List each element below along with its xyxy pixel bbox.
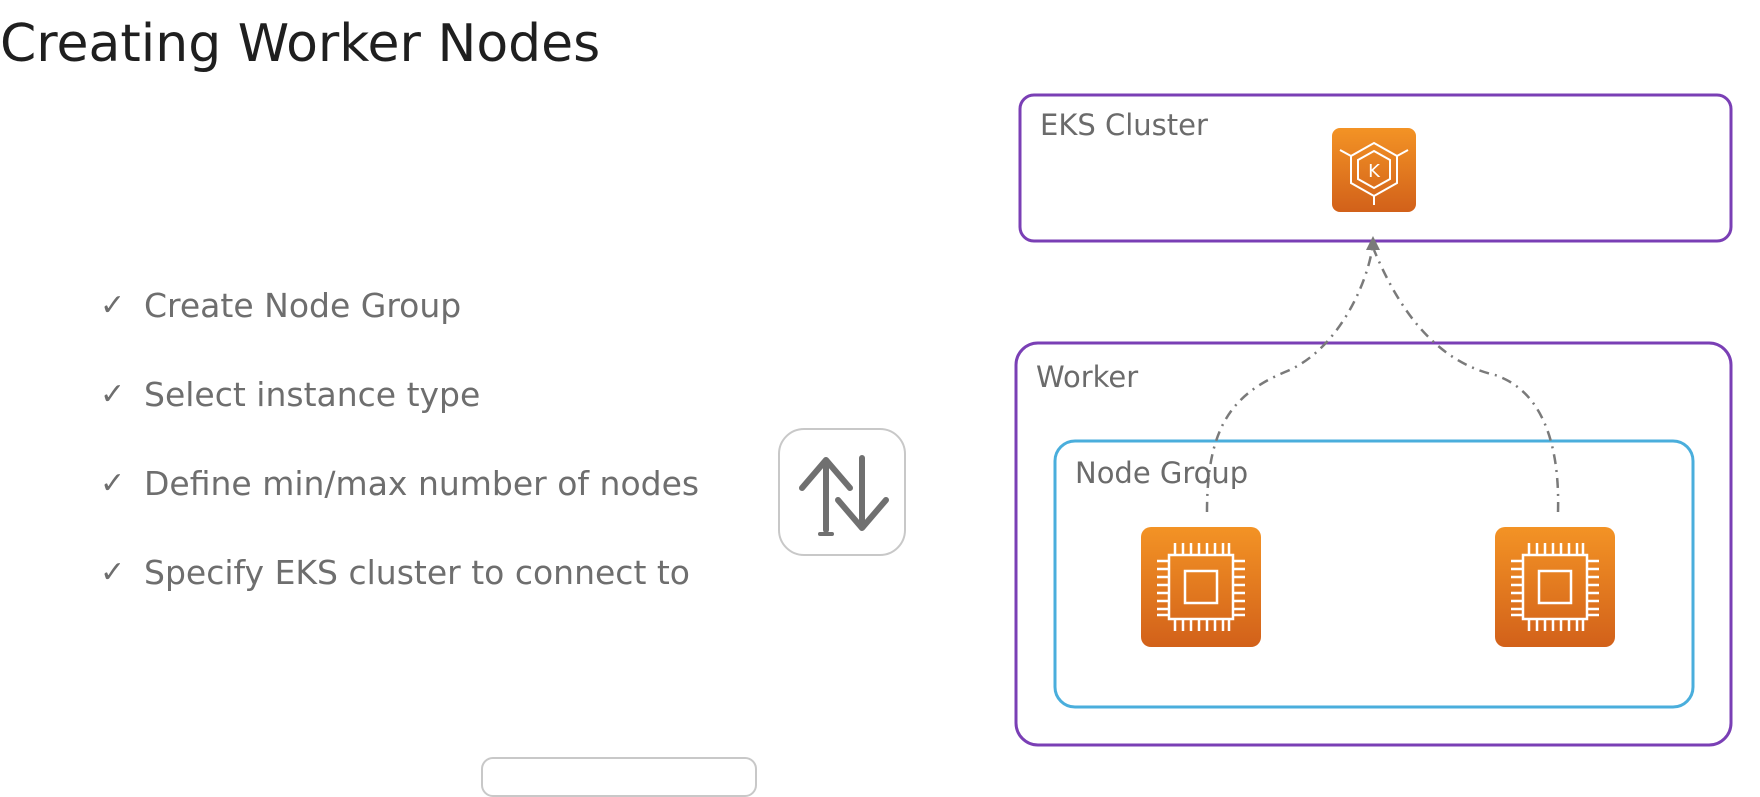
checkmark-icon: ✓ — [100, 288, 126, 323]
worker-label: Worker — [1036, 360, 1139, 394]
checklist-item: ✓ Create Node Group — [100, 286, 699, 375]
architecture-diagram: K — [1014, 93, 1733, 747]
swap-vertical-arrows-icon — [799, 455, 889, 536]
eks-icon-letter: K — [1368, 161, 1381, 182]
node-group-label: Node Group — [1075, 456, 1249, 490]
checklist-item: ✓ Define min/max number of nodes — [100, 464, 699, 553]
checklist-item: ✓ Specify EKS cluster to connect to — [100, 553, 699, 642]
ec2-instance-chip-icon — [1141, 527, 1261, 647]
slide-title: Creating Worker Nodes — [0, 14, 601, 74]
checklist-item-text: Select instance type — [144, 375, 481, 414]
checkmark-icon: ✓ — [100, 555, 126, 590]
connector-right — [1372, 249, 1560, 513]
eks-cluster-label: EKS Cluster — [1040, 108, 1208, 142]
eks-kubernetes-icon: K — [1332, 128, 1416, 212]
connector-arrowhead-icon — [1366, 236, 1380, 250]
checklist-item-text: Create Node Group — [144, 286, 462, 325]
checkmark-icon: ✓ — [100, 377, 126, 412]
checklist-item-text: Define min/max number of nodes — [144, 464, 700, 503]
ec2-instance-chip-icon — [1495, 527, 1615, 647]
checklist-item-text: Specify EKS cluster to connect to — [144, 553, 690, 592]
swap-direction-button[interactable] — [778, 428, 906, 556]
checklist: ✓ Create Node Group ✓ Select instance ty… — [100, 286, 699, 642]
node-to-cluster-connectors — [1205, 249, 1560, 513]
checkmark-icon: ✓ — [100, 466, 126, 501]
connector-left — [1205, 249, 1374, 513]
checklist-item: ✓ Select instance type — [100, 375, 699, 464]
